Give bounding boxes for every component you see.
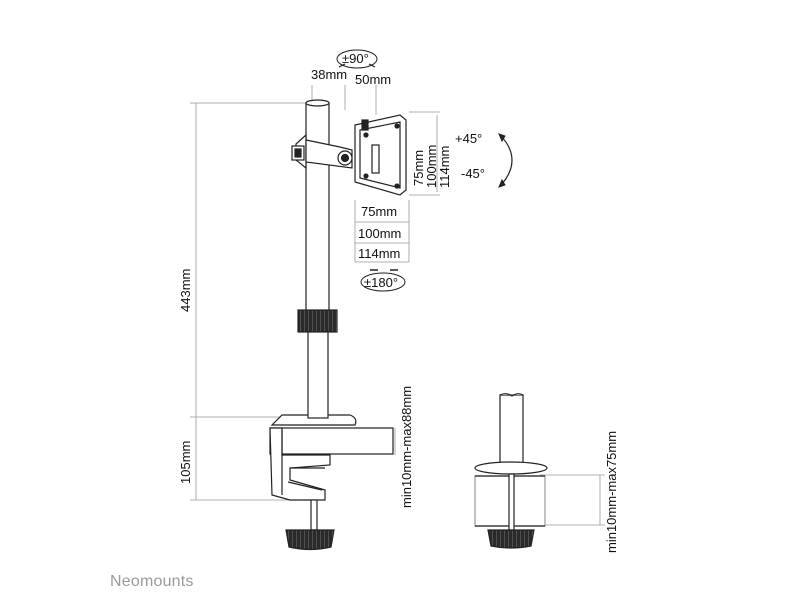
brand-logo: Neomounts (110, 573, 194, 590)
label-vesa-h1: 75mm (361, 204, 397, 219)
tilt-head (291, 114, 407, 196)
label-height: 443mm (178, 269, 193, 312)
height-collar (297, 309, 338, 333)
label-vesa-v1: 75mm (411, 150, 426, 186)
grommet-plate (474, 461, 548, 475)
label-offset-b: 50mm (355, 72, 391, 87)
grommet-rod (508, 473, 515, 531)
label-vesa-v3: 114mm (437, 146, 452, 188)
grommet-knob (487, 529, 535, 549)
clamp-knob (285, 529, 335, 551)
label-vesa-h2: 100mm (358, 226, 401, 241)
label-clamp-range: min10mm-max88mm (399, 386, 414, 508)
grommet-pole (499, 394, 524, 466)
desk-slab (269, 427, 394, 455)
label-rotate: ±180° (364, 275, 398, 290)
pole-lower (307, 331, 329, 419)
label-vesa-v2: 100mm (424, 145, 439, 188)
clamp-rod (310, 499, 318, 531)
label-tilt-down: -45° (461, 166, 485, 181)
label-clamp-height: 105mm (178, 441, 193, 484)
label-tilt-up: +45° (455, 131, 482, 146)
dimension-lines (190, 85, 605, 526)
label-vesa-h3: 114mm (358, 246, 400, 261)
label-offset-a: 38mm (311, 67, 347, 82)
grommet-view (474, 393, 548, 549)
rotation-indicators (336, 49, 513, 292)
label-grommet-range: min10mm-max75mm (604, 431, 619, 553)
base-plate (270, 414, 357, 426)
pole-upper (305, 102, 330, 312)
label-tilt-top: ±90° (342, 51, 369, 66)
